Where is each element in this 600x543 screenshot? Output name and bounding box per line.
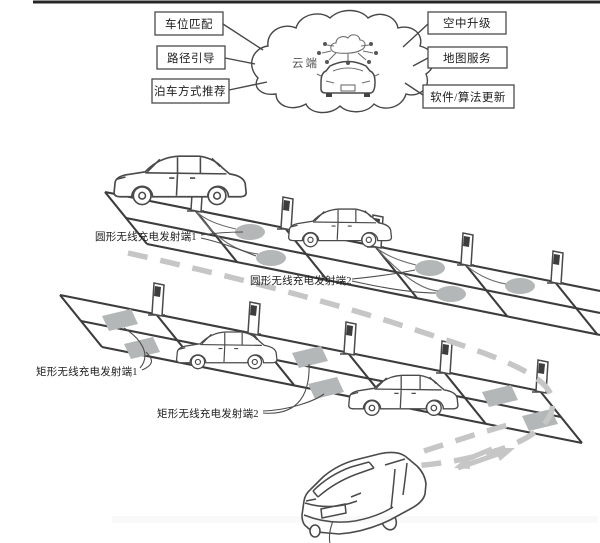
circular-charging-pads xyxy=(235,224,535,302)
parked-car-2 xyxy=(287,208,393,248)
service-box-software-update: 软件/算法更新 xyxy=(422,84,515,109)
circular-charging-pad xyxy=(436,286,466,302)
service-boxes: 车位匹配 路径引导 泊车方式推荐 空中升级 地图服务 软件/算法更新 xyxy=(151,11,515,109)
annotation-label: 矩形无线充电发射端2 xyxy=(157,407,259,420)
parked-car-1 xyxy=(113,155,247,206)
parked-car-4 xyxy=(348,374,459,416)
parking-lines xyxy=(104,190,600,337)
cloud-platform: 云端 xyxy=(250,9,435,114)
annotation-circular-pad-1: 圆形无线充电发射端1 xyxy=(95,230,257,257)
charging-post-icon xyxy=(243,301,262,336)
charging-post-icon xyxy=(546,250,565,285)
service-box-parking-match: 车位匹配 xyxy=(154,11,224,36)
connected-car-icon xyxy=(316,34,380,97)
service-label: 路径引导 xyxy=(167,51,215,65)
cloud-service-links xyxy=(222,23,429,96)
rectangular-charging-pad xyxy=(124,337,160,359)
circular-charging-pad xyxy=(256,250,286,266)
charging-post-icon xyxy=(339,321,358,356)
annotation-rectangular-pad-2: 矩形无线充电发射端2 xyxy=(157,363,325,420)
route-arrow xyxy=(454,456,470,469)
annotation-rectangular-pad-1: 矩形无线充电发射端1 xyxy=(36,327,153,378)
parking-row-rectangular xyxy=(59,282,583,445)
route-arrow xyxy=(494,448,515,461)
service-label: 空中升级 xyxy=(443,16,491,30)
cloud-label: 云端 xyxy=(292,57,319,70)
charging-post-icon xyxy=(456,232,475,267)
service-label: 车位匹配 xyxy=(165,17,213,31)
bottom-faint-band xyxy=(112,516,598,523)
route-fork-arrows xyxy=(454,446,515,471)
pad-wires xyxy=(196,211,507,292)
circular-charging-pad xyxy=(415,260,445,276)
service-label: 地图服务 xyxy=(443,51,491,65)
charging-post-icon xyxy=(435,340,454,375)
parked-car-3 xyxy=(175,331,278,370)
route-branch-dashes xyxy=(423,421,513,454)
service-label: 泊车方式推荐 xyxy=(154,84,226,98)
driving-route-path xyxy=(127,250,556,476)
rectangular-charging-pad xyxy=(482,385,518,407)
service-box-path-guidance: 路径引导 xyxy=(156,45,226,70)
annotation-label: 圆形无线充电发射端2 xyxy=(250,274,352,287)
rectangular-charging-pad xyxy=(308,377,344,399)
circular-charging-pad xyxy=(235,224,265,240)
service-label: 软件/算法更新 xyxy=(430,90,506,104)
circular-charging-pad xyxy=(505,278,535,294)
annotation-label: 矩形无线充电发射端1 xyxy=(36,365,138,378)
parking-lines xyxy=(59,293,583,445)
rectangular-charging-pad xyxy=(102,309,138,331)
service-box-ota-upgrade: 空中升级 xyxy=(427,11,507,35)
annotation-circular-pad-2: 圆形无线充电发射端2 xyxy=(250,269,437,294)
charging-post-icon xyxy=(147,282,166,317)
annotation-label: 圆形无线充电发射端1 xyxy=(95,230,197,243)
service-box-map-service: 地图服务 xyxy=(427,46,508,69)
parking-row-circular xyxy=(104,155,600,337)
driving-car-pointer-line xyxy=(328,520,334,543)
service-box-parking-mode: 泊车方式推荐 xyxy=(151,78,230,104)
driving-route xyxy=(127,250,556,476)
charging-post-icon xyxy=(276,196,295,231)
driving-car xyxy=(301,451,427,543)
